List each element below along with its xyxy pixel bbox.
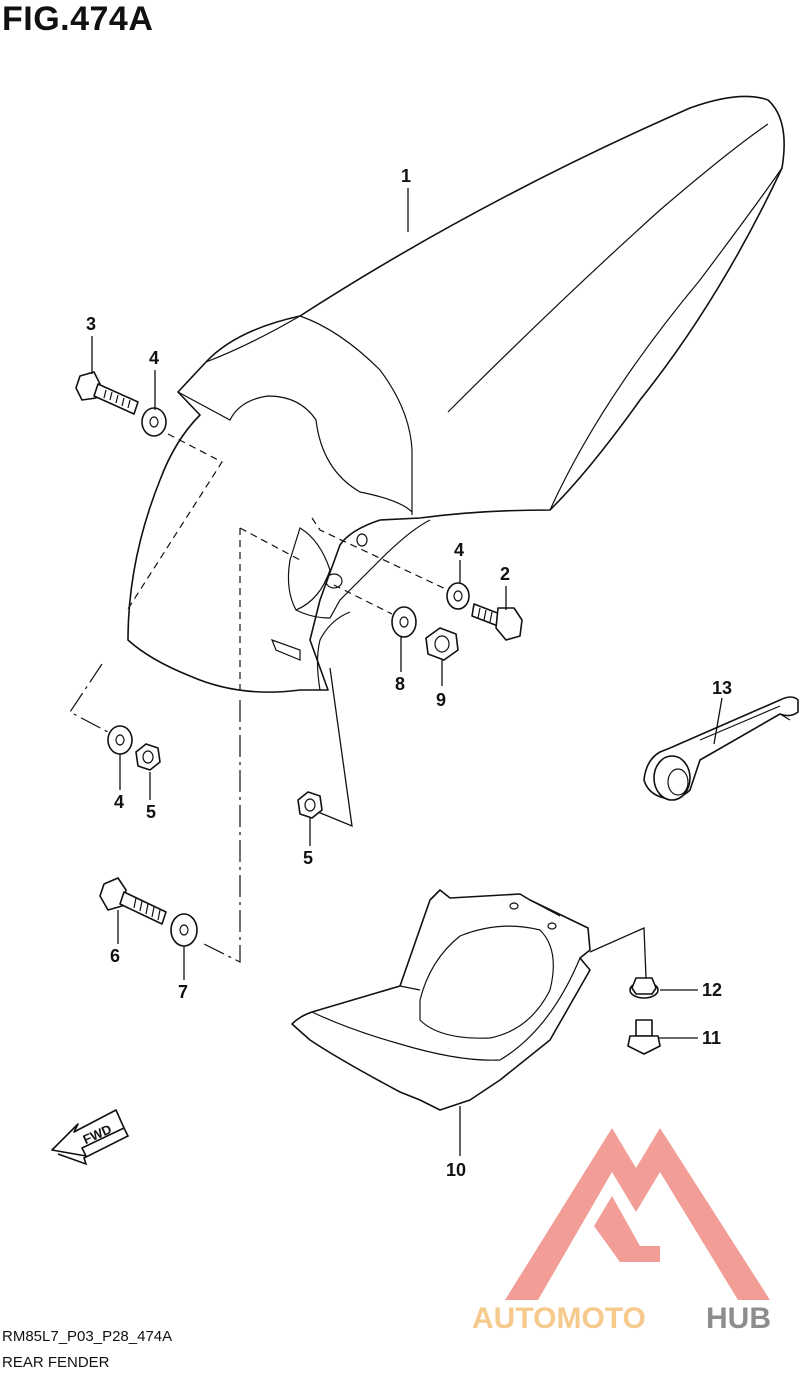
callout-4-lower: 4 <box>114 792 124 812</box>
washer-hole-icon <box>149 416 159 428</box>
nut-part-5-a <box>135 743 161 771</box>
rear-fender-part <box>127 95 785 693</box>
leader-lines <box>91 188 723 1156</box>
bolt-part-6 <box>99 877 167 925</box>
bolt-part-3 <box>75 371 139 415</box>
callout-8: 8 <box>395 674 405 694</box>
tool-part-13 <box>643 696 799 801</box>
watermark-brand-part2: HUB <box>706 1302 771 1335</box>
callout-5-center: 5 <box>303 848 313 868</box>
callout-2: 2 <box>500 564 510 584</box>
callout-10: 10 <box>446 1160 466 1180</box>
washer-part-4-c <box>107 725 133 755</box>
callout-11: 11 <box>702 1028 721 1048</box>
nut-part-9 <box>425 627 459 661</box>
callout-3: 3 <box>86 314 96 334</box>
figure-code: RM85L7_P03_P28_474A <box>2 1328 173 1345</box>
washer-part-4-b <box>446 582 470 610</box>
reference-lines <box>69 433 647 979</box>
nut-part-5-b <box>297 791 323 819</box>
washer-hole-icon <box>399 616 409 628</box>
watermark-logo: AUTOMOTO HUB <box>472 1128 771 1335</box>
washer-part-7 <box>170 913 198 947</box>
washer-hole-icon <box>115 734 125 746</box>
callout-5-left: 5 <box>146 802 156 822</box>
callout-1: 1 <box>401 166 411 186</box>
figure-title: FIG.474A <box>2 0 154 38</box>
fwd-arrow-icon: FWD <box>51 1109 130 1166</box>
callout-13: 13 <box>712 678 732 698</box>
washer-hole-icon <box>179 924 189 936</box>
callout-12: 12 <box>702 980 722 1000</box>
watermark-brand-part1: AUTOMOTO <box>472 1302 646 1335</box>
washer-part-4-a <box>141 407 167 437</box>
bolt-part-2 <box>471 603 523 641</box>
callout-6: 6 <box>110 946 120 966</box>
callout-4-upper: 4 <box>149 348 159 368</box>
callout-4-right: 4 <box>454 540 464 560</box>
callout-9: 9 <box>436 690 446 710</box>
bolt-part-11 <box>627 1019 661 1055</box>
callout-7: 7 <box>178 982 188 1002</box>
figure-name: REAR FENDER <box>2 1354 110 1371</box>
washer-hole-icon <box>453 590 463 602</box>
guard-part-10 <box>291 889 591 1111</box>
washer-part-8 <box>391 606 417 638</box>
flange-nut-part-12 <box>629 977 659 999</box>
